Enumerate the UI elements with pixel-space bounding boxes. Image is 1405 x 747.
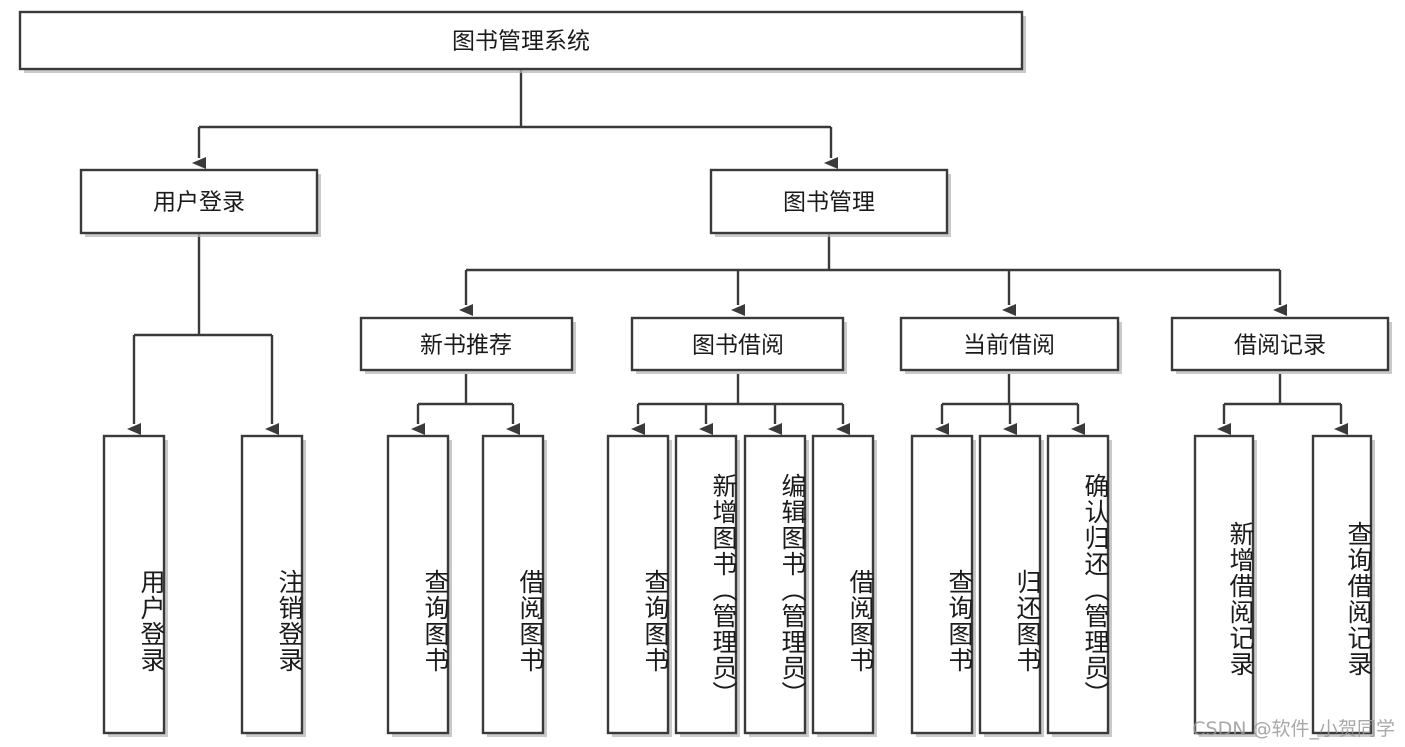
- node-leaf-logout-login[interactable]: [240, 434, 306, 737]
- leaf-box-layer: [102, 434, 1375, 737]
- csdn-watermark: CSDN @软件_小贺同学: [1192, 718, 1395, 740]
- node-leaf-query-record[interactable]: [1311, 434, 1375, 737]
- node-book-manage[interactable]: 图书管理: [709, 168, 951, 237]
- node-leaf-add-record[interactable]: [1193, 434, 1257, 737]
- node-leaf-edit-book[interactable]: [743, 434, 809, 737]
- node-user-login[interactable]: 用户登录: [79, 168, 321, 237]
- node-book-borrow[interactable]: 图书借阅: [630, 316, 847, 374]
- node-new-book-recommend[interactable]: 新书推荐: [359, 316, 576, 374]
- node-leaf-confirm-return[interactable]: [1046, 434, 1112, 737]
- node-leaf-return-book[interactable]: [978, 434, 1044, 737]
- edge-layer: [127, 69, 1348, 435]
- node-leaf-query-book-1[interactable]: [386, 434, 452, 737]
- node-borrow-record[interactable]: 借阅记录: [1170, 316, 1392, 374]
- node-current-borrow[interactable]: 当前借阅: [899, 316, 1122, 374]
- node-root-label: 图书管理系统: [452, 29, 590, 55]
- node-leaf-add-book[interactable]: [674, 434, 740, 737]
- node-book-borrow-label: 图书借阅: [692, 333, 784, 359]
- node-new-book-recommend-label: 新书推荐: [420, 333, 512, 359]
- node-root[interactable]: 图书管理系统: [18, 10, 1026, 73]
- node-borrow-record-label: 借阅记录: [1234, 333, 1326, 359]
- node-current-borrow-label: 当前借阅: [963, 333, 1055, 359]
- node-leaf-query-book-2[interactable]: [606, 434, 672, 737]
- node-book-manage-label: 图书管理: [783, 190, 875, 216]
- node-leaf-user-login[interactable]: [102, 434, 168, 737]
- node-leaf-query-book-3[interactable]: [910, 434, 976, 737]
- node-leaf-borrow-book-2[interactable]: [811, 434, 877, 737]
- node-leaf-borrow-book-1[interactable]: [481, 434, 547, 737]
- node-user-login-label: 用户登录: [153, 190, 245, 216]
